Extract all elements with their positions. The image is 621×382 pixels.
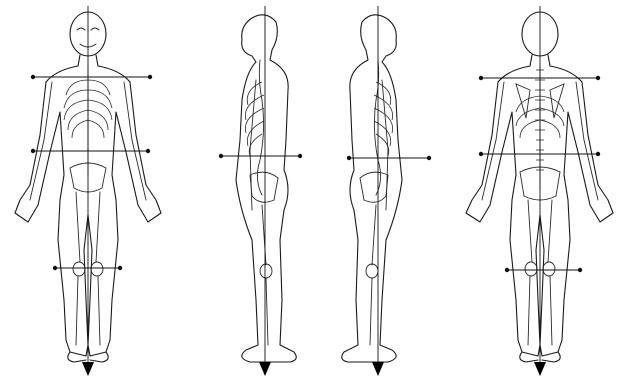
ground-markers <box>82 362 546 376</box>
right-lateral-view-figure <box>342 15 402 362</box>
plumb-lines <box>88 6 540 362</box>
down-arrow-icon <box>82 362 94 376</box>
left-lateral-view-figure <box>236 15 296 362</box>
horizontal-reference-lines <box>31 75 600 272</box>
down-arrow-icon <box>534 362 546 376</box>
down-arrow-icon <box>372 362 384 376</box>
posterior-view-figure <box>466 12 613 362</box>
down-arrow-icon <box>259 362 271 376</box>
